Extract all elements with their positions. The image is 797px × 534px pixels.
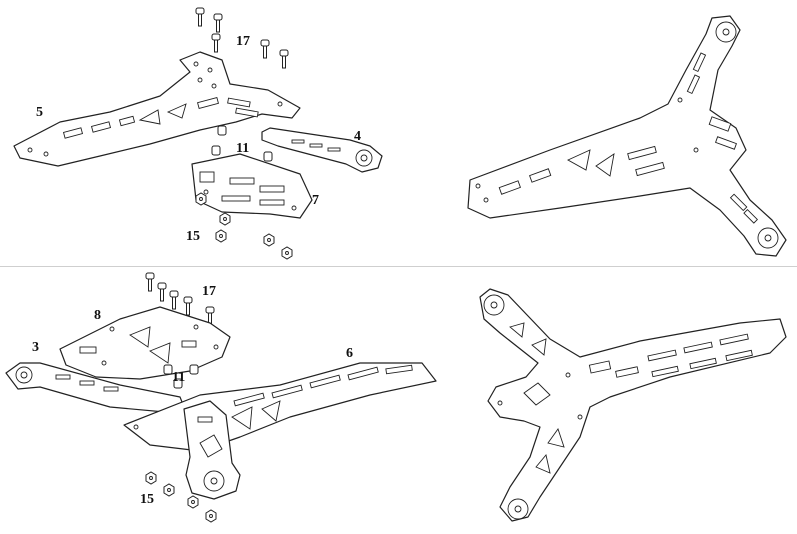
hex-nut-icon [163,483,175,497]
screw-icon [183,296,193,316]
hex-nut-icon [281,246,293,260]
hex-nut-icon [145,471,157,485]
assembled-view-bottom [479,288,787,522]
hex-nut-icon [195,192,207,206]
callout-17: 17 [202,284,216,299]
hex-nut-icon [187,495,199,509]
hex-nut-icon [215,229,227,243]
screw-icon [169,290,179,310]
callout-17: 17 [236,34,250,49]
callout-11: 11 [236,141,249,156]
screw-group-bottom [145,272,215,326]
screw-icon [211,33,221,53]
screw-icon [279,49,289,69]
main-frame-plate-6 [123,362,437,452]
top-plate-8 [59,306,231,380]
lower-arm-plate [183,400,241,500]
hex-nut-icon [205,509,217,523]
screw-icon [260,39,270,59]
callout-15: 15 [140,492,154,507]
screw-icon [195,7,205,27]
hex-nut-icon [263,233,275,247]
arm-plate-3 [5,362,185,414]
callout-8: 8 [94,308,101,323]
screw-icon [157,282,167,302]
nut-group-bottom [145,471,217,523]
spacer-group-top [211,125,273,162]
screw-icon [145,272,155,292]
callout-11: 11 [172,370,185,385]
callout-15: 15 [186,229,200,244]
arm-plate-4 [261,127,383,173]
exploded-view-top: 17 5 11 4 7 15 [13,7,383,260]
hex-nut-icon [219,212,231,226]
screw-group-top [195,7,289,69]
callout-5: 5 [36,105,43,120]
assembled-frame-top-drawing [467,15,787,257]
horizontal-divider [0,266,797,267]
callout-4: 4 [354,129,361,144]
nut-group-top [195,192,293,260]
main-frame-plate [13,51,301,167]
lower-plate-7 [191,153,313,219]
spacer-group-bottom [163,364,199,389]
screw-icon [213,13,223,33]
callout-3: 3 [32,340,39,355]
exploded-view-bottom: 17 8 3 6 11 15 [5,272,437,523]
callout-7: 7 [312,193,319,208]
callout-6: 6 [346,346,353,361]
